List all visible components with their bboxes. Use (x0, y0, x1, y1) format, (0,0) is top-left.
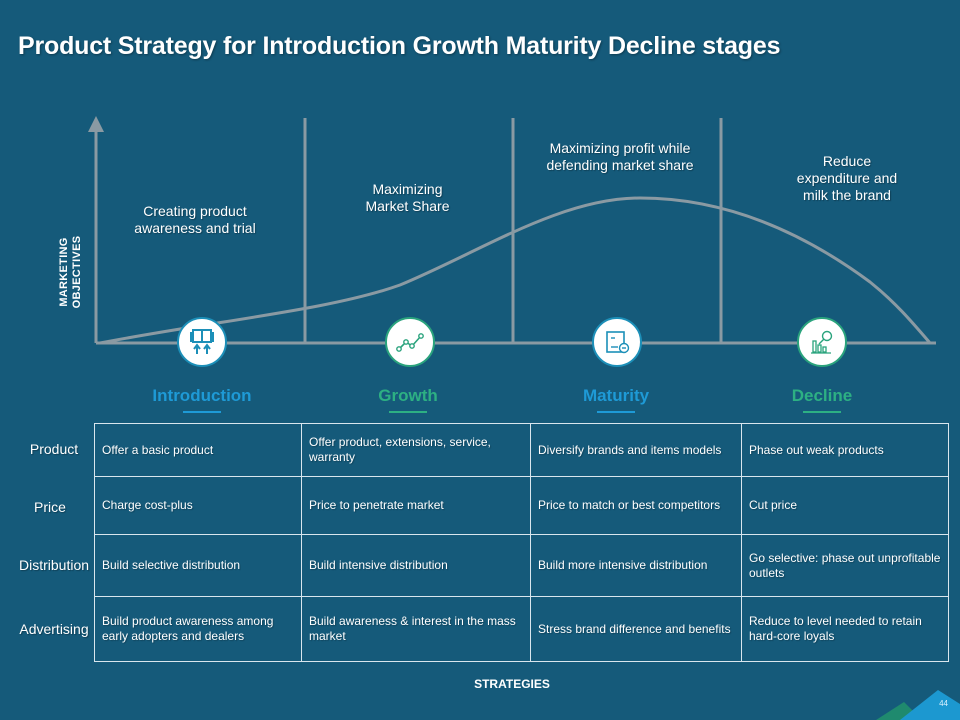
table-cell: Phase out weak products (741, 423, 949, 477)
boxes-upload-icon (190, 329, 214, 354)
table-cell: Build selective distribution (94, 534, 302, 597)
table-cell: Offer product, extensions, service, warr… (301, 423, 531, 477)
y-axis-label: MARKETING OBJECTIVES (58, 235, 83, 309)
table-row: Build selective distribution Build inten… (94, 534, 949, 597)
table-row: Build product awareness among early adop… (94, 596, 949, 662)
stage-introduction: Introduction (122, 386, 282, 413)
trend-line-icon (396, 333, 424, 352)
table-cell: Price to penetrate market (301, 476, 531, 535)
maturity-icon-circle (592, 317, 642, 367)
stage-growth: Growth (328, 386, 488, 413)
corner-decoration (876, 690, 960, 720)
bar-chart-search-icon (811, 330, 833, 354)
table-cell: Diversify brands and items models (530, 423, 742, 477)
stage-decline: Decline (742, 386, 902, 413)
table-cell: Reduce to level needed to retain hard-co… (741, 596, 949, 662)
table-cell: Charge cost-plus (94, 476, 302, 535)
lifecycle-curve (99, 196, 932, 345)
table-cell: Cut price (741, 476, 949, 535)
table-cell: Go selective: phase out unprofitable out… (741, 534, 949, 597)
x-axis-label: STRATEGIES (474, 677, 550, 691)
introduction-icon-circle (177, 317, 227, 367)
table-row: Charge cost-plus Price to penetrate mark… (94, 476, 949, 535)
table-cell: Build awareness & interest in the mass m… (301, 596, 531, 662)
row-label-distribution: Distribution (18, 557, 90, 573)
strategy-table: Offer a basic product Offer product, ext… (94, 423, 949, 662)
y-axis-arrow (88, 116, 104, 132)
table-row: Offer a basic product Offer product, ext… (94, 423, 949, 477)
table-cell: Build intensive distribution (301, 534, 531, 597)
document-minus-icon (606, 331, 630, 354)
table-cell: Stress brand difference and benefits (530, 596, 742, 662)
table-cell: Price to match or best competitors (530, 476, 742, 535)
row-label-product: Product (29, 441, 79, 457)
page-number: 44 (939, 699, 948, 708)
table-cell: Offer a basic product (94, 423, 302, 477)
row-label-price: Price (34, 499, 66, 515)
row-label-advertising: Advertising (19, 621, 89, 637)
growth-icon-circle (385, 317, 435, 367)
table-cell: Build product awareness among early adop… (94, 596, 302, 662)
stage-maturity: Maturity (536, 386, 696, 413)
page-title: Product Strategy for Introduction Growth… (18, 32, 781, 60)
decline-icon-circle (797, 317, 847, 367)
table-cell: Build more intensive distribution (530, 534, 742, 597)
